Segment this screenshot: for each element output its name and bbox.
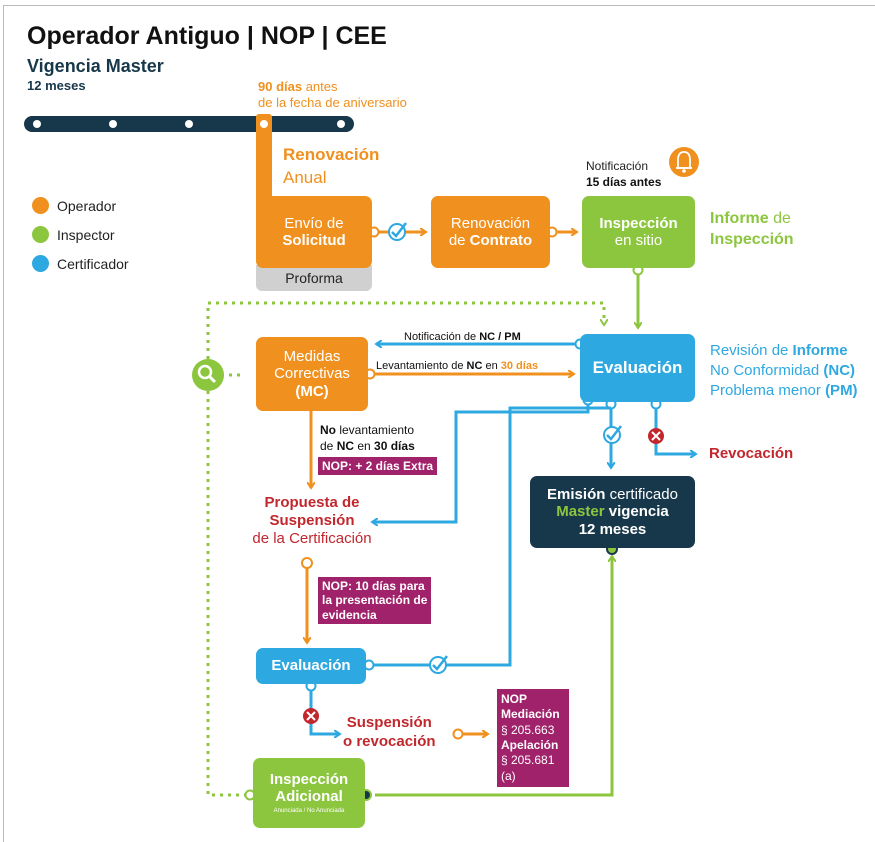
- revision-pm: Problema menor (PM): [710, 382, 858, 399]
- check-icon: [429, 655, 448, 674]
- legend-item-certificador: Certificador: [32, 250, 129, 277]
- legend: Operador Inspector Certificador: [32, 192, 129, 277]
- medidas-correctivas-box: Medidas Correctivas (MC): [256, 337, 368, 411]
- magnifier-icon: [192, 359, 224, 391]
- validity-duration: 12 meses: [27, 78, 86, 93]
- reject-icon: [303, 708, 319, 724]
- informe-inspeccion: Inspección: [710, 231, 794, 248]
- nop-mediacion-note: NOP Mediación § 205.663 Apelación § 205.…: [497, 689, 569, 788]
- legend-item-inspector: Inspector: [32, 221, 129, 248]
- reject-icon: [648, 428, 664, 444]
- renovacion-contrato-box: Renovación de Contrato: [431, 196, 550, 268]
- legend-dot-orange: [32, 197, 49, 214]
- revision-informe: Revisión de Informe: [710, 342, 848, 359]
- emision-certificado-box: Emisión certificado Master vigencia 12 m…: [530, 476, 695, 548]
- envio-solicitud-box: Envío de Solicitud: [256, 196, 372, 268]
- notification-days: 15 días antes: [586, 175, 662, 189]
- evaluacion-2-box: Evaluación: [256, 648, 366, 684]
- timeline-days: 90 días antes: [258, 79, 338, 94]
- renewal-title: Renovación: [283, 145, 380, 164]
- validity-label: Vigencia Master: [27, 56, 164, 76]
- legend-dot-blue: [32, 255, 49, 272]
- inspeccion-sitio-box: Inspección en sitio: [582, 196, 695, 268]
- suspension-revocacion: Suspensión o revocación: [343, 714, 436, 750]
- levantamiento-label: Levantamiento de NC en 30 días: [376, 360, 539, 372]
- bell-icon: [669, 147, 699, 177]
- nop-evidence-note: NOP: 10 días para la presentación de evi…: [318, 577, 432, 625]
- informe-label: Informe de: [710, 210, 791, 227]
- nop-extra-note: NOP: + 2 días Extra: [318, 457, 438, 476]
- renewal-subtitle: Anual: [283, 168, 327, 187]
- evaluacion-box: Evaluación: [580, 334, 695, 402]
- page-title: Operador Antiguo | NOP | CEE: [27, 22, 387, 50]
- legend-item-operador: Operador: [32, 192, 129, 219]
- check-icon: [603, 425, 622, 444]
- timeline-anniversary: de la fecha de aniversario: [258, 95, 407, 110]
- check-icon: [388, 222, 407, 241]
- proforma-label: Proforma: [256, 265, 372, 291]
- revocacion-label: Revocación: [709, 445, 794, 462]
- propuesta-suspension: Propuesta de Suspensión de la Certificac…: [252, 494, 372, 547]
- notification-label: Notificación: [586, 159, 649, 173]
- notificacion-nc-label: Notificación de NC / PM: [404, 331, 521, 343]
- no-levantamiento-line2: de NC en 30 días: [320, 439, 415, 453]
- legend-dot-green: [32, 226, 49, 243]
- frame-left-border: [3, 5, 4, 842]
- revision-nc: No Conformidad (NC): [710, 362, 856, 379]
- inspeccion-adicional-box: Inspección Adicional Anunciada / No Anun…: [253, 758, 365, 828]
- no-levantamiento-line1: No levantamiento: [320, 423, 415, 437]
- frame-top-border: [3, 5, 875, 6]
